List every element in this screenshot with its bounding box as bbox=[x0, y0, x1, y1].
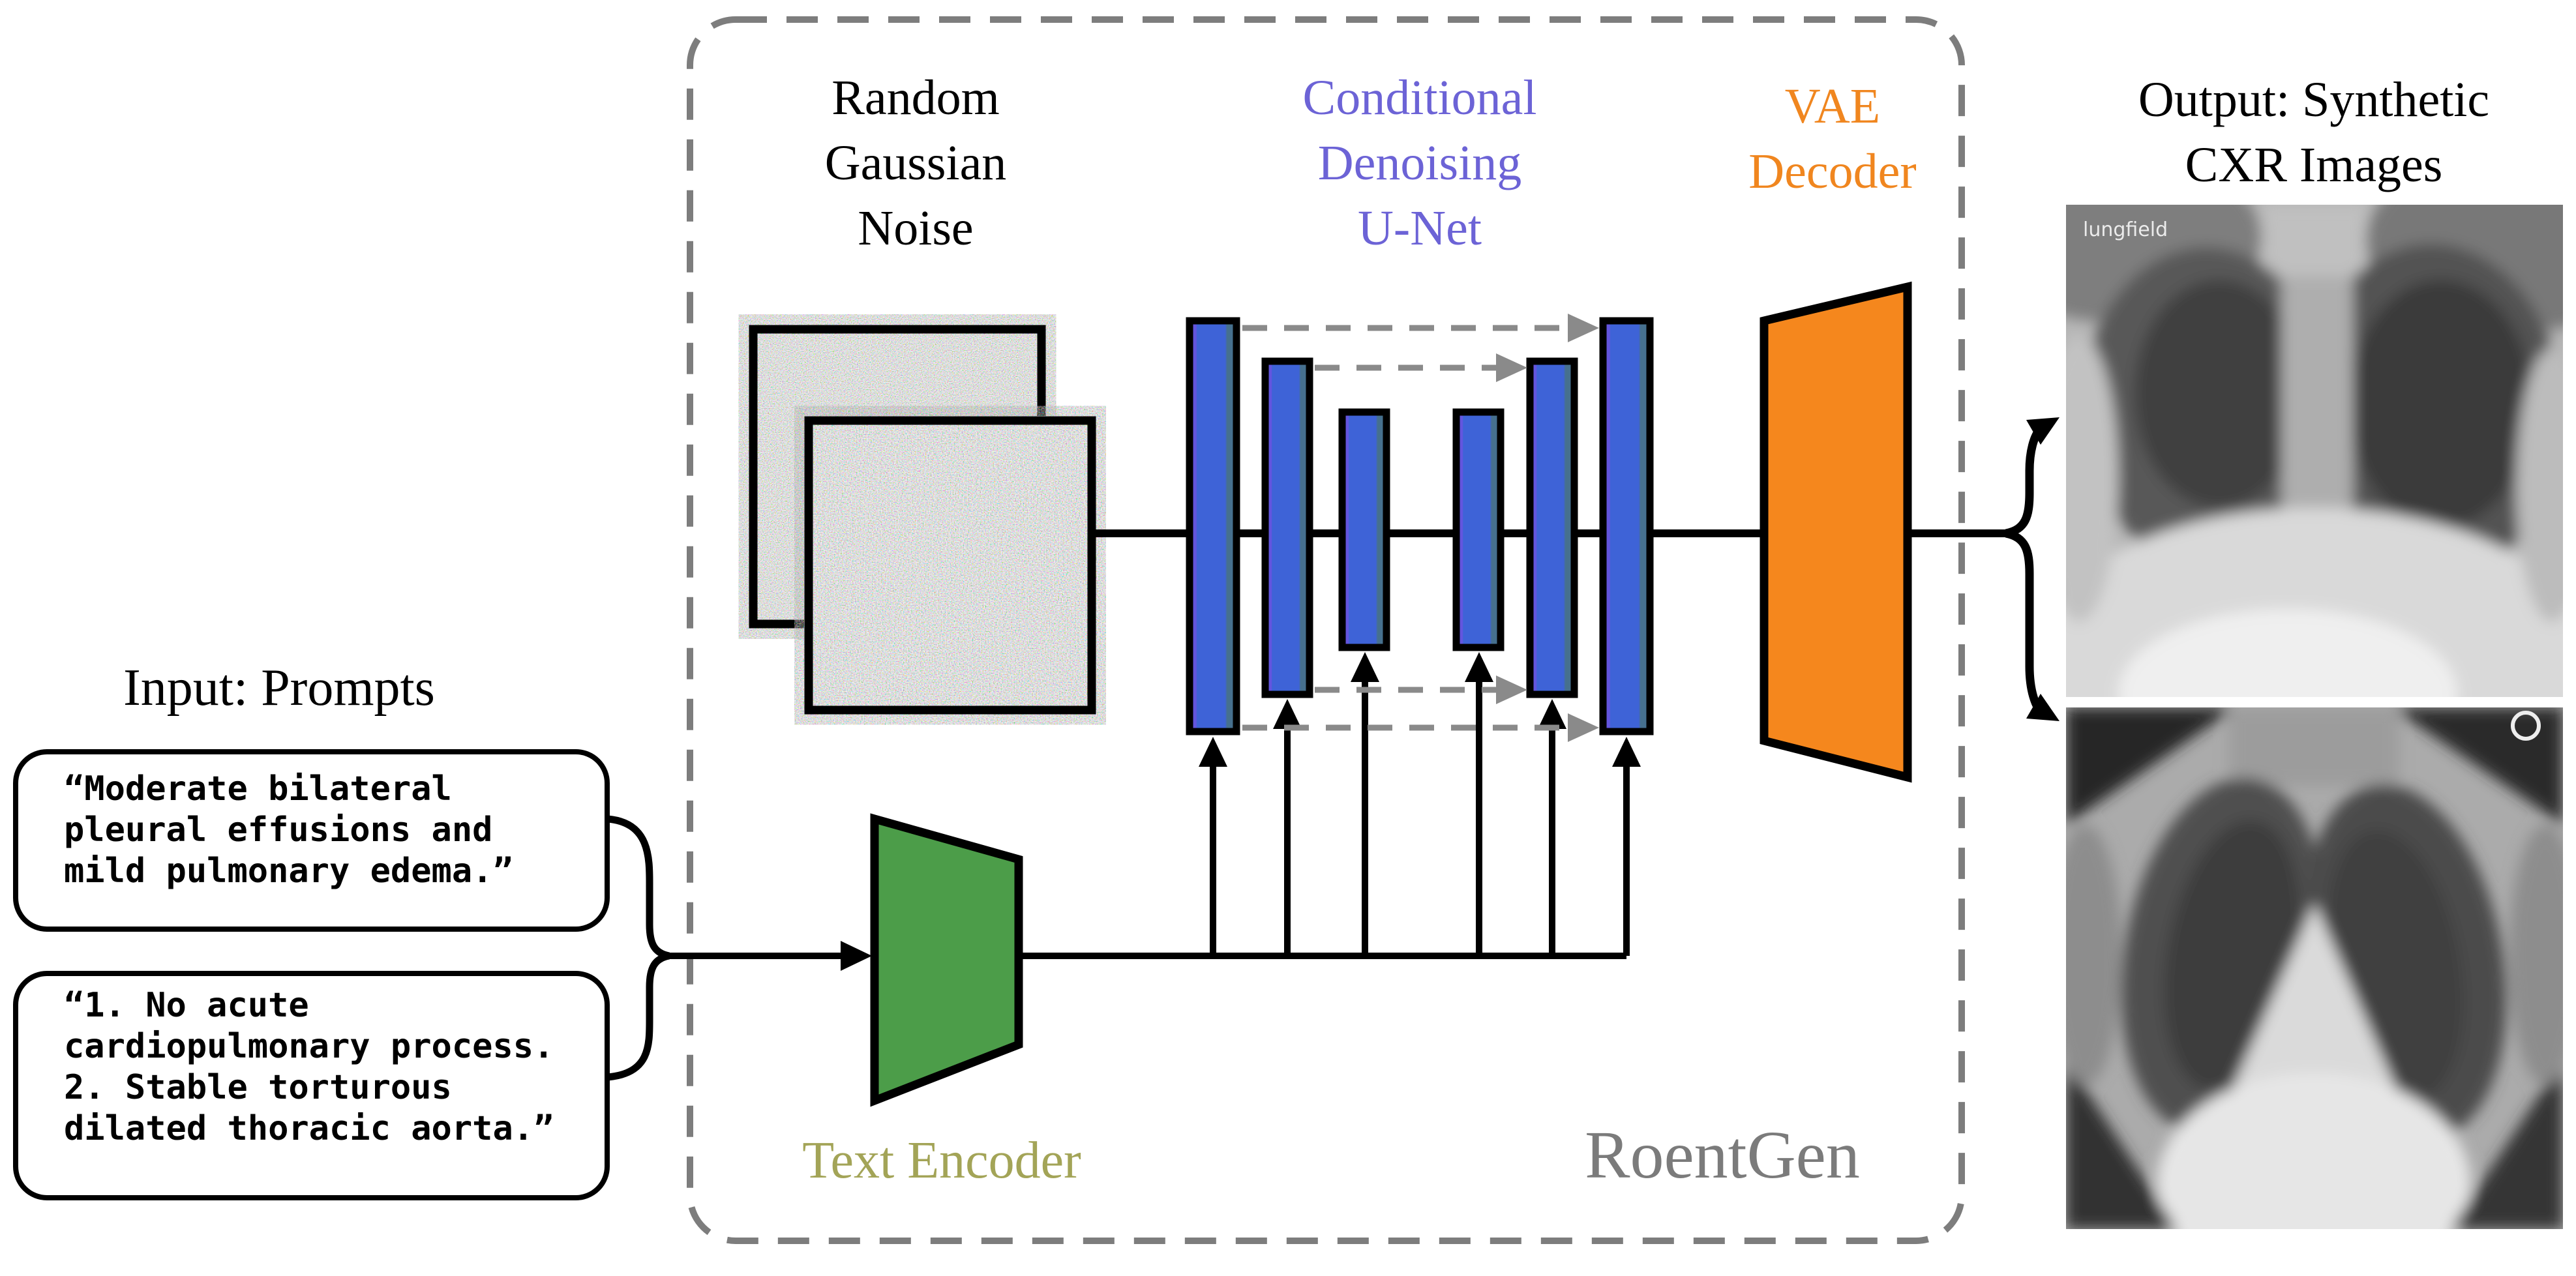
title-line: Output: Synthetic bbox=[2138, 72, 2490, 127]
skip-connections bbox=[1242, 314, 1599, 742]
arrowhead-into-encoder bbox=[841, 941, 872, 971]
title-line: Gaussian bbox=[824, 136, 1007, 190]
title-line: Conditional bbox=[1302, 70, 1537, 125]
title-line: U-Net bbox=[1358, 201, 1482, 256]
xray-bottom bbox=[2066, 707, 2563, 1229]
prompt-text-line: cardiopulmonary process. bbox=[64, 1027, 554, 1066]
unet-bar-1 bbox=[1186, 317, 1240, 735]
unet-bar-4 bbox=[1452, 408, 1505, 651]
xray-burned-in-marker: lungfield bbox=[2083, 218, 2168, 241]
prompt-text-line: mild pulmonary edema.” bbox=[64, 852, 513, 891]
title-random-gaussian-noise: Random Gaussian Noise bbox=[720, 65, 1111, 261]
skip-arrowheads bbox=[1496, 314, 1599, 742]
noise-image-front-border bbox=[804, 416, 1096, 715]
xray-circle-marker bbox=[2511, 711, 2541, 741]
title-line: Noise bbox=[858, 201, 974, 256]
conditioning-arrowheads bbox=[1199, 652, 1641, 767]
prompt-text-line: pleural effusions and bbox=[64, 810, 493, 850]
text-encoder-shape bbox=[870, 813, 1023, 1107]
unet-bars bbox=[1186, 317, 1654, 735]
title-line: Denoising bbox=[1317, 136, 1522, 190]
prompt-text-line: 2. Stable torturous bbox=[64, 1068, 452, 1107]
noise-image-front bbox=[809, 421, 1092, 710]
conditioning-up-arrows bbox=[1210, 678, 1630, 956]
noise-images bbox=[749, 325, 1096, 715]
prompt-text-line: “1. No acute bbox=[64, 986, 309, 1025]
xray-top: lungfield bbox=[2066, 205, 2563, 697]
title-line: Decoder bbox=[1748, 144, 1917, 199]
label-text-encoder: Text Encoder bbox=[802, 1132, 1081, 1189]
unet-bar-5 bbox=[1526, 357, 1578, 698]
vae-decoder-shape bbox=[1760, 281, 1912, 783]
output-fork bbox=[2005, 417, 2059, 721]
title-line: Random bbox=[831, 70, 1000, 125]
title-line: CXR Images bbox=[2185, 138, 2443, 192]
roentgen-dashed-boundary bbox=[687, 16, 1965, 1244]
arrowhead-to-top-xray bbox=[2026, 417, 2059, 445]
arrowhead-to-bottom-xray bbox=[2026, 694, 2059, 721]
title-vae-decoder: VAE Decoder bbox=[1670, 74, 1996, 204]
prompt-text-line: “Moderate bilateral bbox=[64, 769, 452, 809]
unet-bar-6 bbox=[1599, 317, 1654, 735]
title-line: VAE bbox=[1784, 79, 1881, 134]
prompt-brace-connector bbox=[604, 815, 670, 1081]
prompt-text-line: dilated thoracic aorta.” bbox=[64, 1109, 554, 1148]
prompt-box-2: “1. No acute cardiopulmonary process. 2.… bbox=[13, 971, 610, 1200]
unet-bar-3 bbox=[1338, 408, 1390, 651]
title-conditional-denoising-unet: Conditional Denoising U-Net bbox=[1224, 65, 1615, 261]
label-roentgen: RoentGen bbox=[1585, 1118, 1860, 1193]
title-output-synthetic-cxr: Output: Synthetic CXR Images bbox=[2065, 67, 2563, 198]
conditioning-lines bbox=[668, 652, 1641, 971]
unet-bar-2 bbox=[1261, 357, 1313, 698]
prompt-box-1: “Moderate bilateral pleural effusions an… bbox=[13, 749, 610, 932]
label-input-prompts: Input: Prompts bbox=[123, 659, 435, 717]
